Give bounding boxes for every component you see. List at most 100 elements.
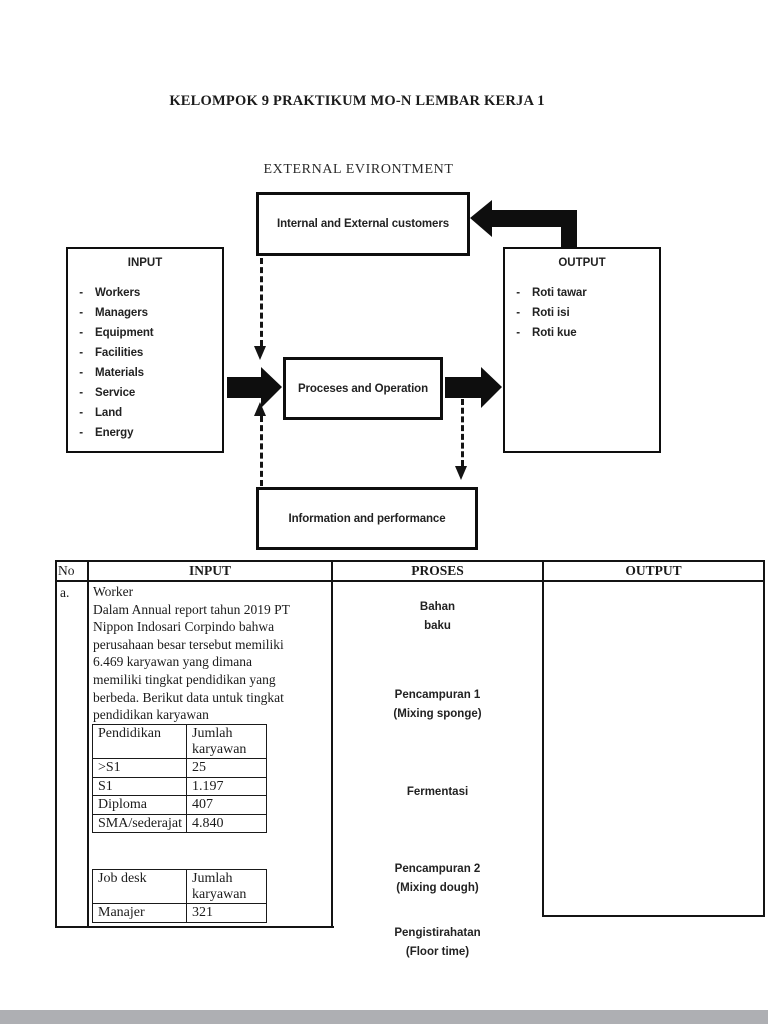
jobdesk-table: Job desk Jumlah karyawan Manajer 321	[92, 869, 267, 923]
table-border	[55, 560, 765, 562]
thick-arrow-output-to-customers	[492, 210, 577, 227]
table-border	[543, 915, 765, 917]
text-line: Nippon Indosari Corpindo bahwa	[93, 619, 275, 635]
list-item: -Facilities	[68, 343, 222, 363]
jobdesk-col2-header: Jumlah karyawan	[186, 869, 267, 904]
text-line: berbeda. Berikut data untuk tingkat	[93, 689, 284, 705]
table-header-input: INPUT	[188, 563, 231, 578]
education-label: SMA/sederajat	[92, 813, 187, 833]
list-item-label: Energy	[95, 427, 134, 439]
proses-step: Bahan baku	[333, 598, 542, 636]
information-box-label: Information and performance	[288, 512, 446, 525]
proses-step-line: (Mixing dough)	[396, 882, 479, 894]
arrowhead-down-icon	[455, 466, 467, 480]
list-item: -Roti isi	[505, 303, 659, 323]
proses-step-line: Pengistirahatan	[394, 927, 481, 939]
jobdesk-col1-header: Job desk	[92, 869, 187, 904]
bullet-dash: -	[79, 387, 83, 399]
dashed-line-information-to-process	[260, 416, 263, 486]
bullet-dash: -	[516, 327, 520, 339]
table-header-no: No	[58, 563, 75, 578]
table-border	[55, 580, 765, 582]
education-col1-header: Pendidikan	[92, 724, 187, 759]
proses-step-line: Pencampuran 1	[394, 689, 481, 701]
table-row: S1 1.197	[92, 776, 267, 796]
arrowhead-down-icon	[254, 346, 266, 360]
list-item: -Workers	[68, 283, 222, 303]
process-box-label: Proceses and Operation	[297, 382, 429, 395]
bullet-dash: -	[516, 307, 520, 319]
list-item-label: Workers	[95, 287, 141, 299]
bullet-dash: -	[79, 347, 83, 359]
output-box-title: OUTPUT	[558, 257, 606, 269]
input-box-title: INPUT	[127, 257, 163, 269]
proses-step-line: Bahan	[419, 601, 456, 613]
education-value: 407	[186, 795, 267, 815]
document-title: KELOMPOK 9 PRAKTIKUM MO-N LEMBAR KERJA 1	[169, 93, 545, 109]
proses-step-line: Pencampuran 2	[394, 863, 481, 875]
table-border	[87, 560, 89, 928]
list-item-label: Equipment	[95, 327, 154, 339]
table-row: Job desk Jumlah karyawan	[92, 869, 267, 904]
list-item-label: Roti tawar	[532, 287, 587, 299]
text-line: Dalam Annual report tahun 2019 PT	[93, 601, 290, 617]
proses-step-line: baku	[424, 620, 451, 632]
jobdesk-value: 321	[186, 903, 267, 923]
list-item-label: Roti kue	[532, 327, 577, 339]
list-item: -Materials	[68, 363, 222, 383]
proses-step-line: Fermentasi	[406, 786, 469, 798]
bullet-dash: -	[79, 427, 83, 439]
table-border	[55, 560, 57, 928]
arrowhead-right-icon	[261, 367, 282, 408]
arrowhead-left-icon	[470, 200, 492, 237]
table-header-output: OUTPUT	[625, 563, 682, 578]
proses-step: Pengistirahatan (Floor time)	[333, 924, 542, 962]
education-label: >S1	[92, 758, 187, 778]
table-border	[55, 926, 334, 928]
education-table: Pendidikan Jumlah karyawan >S1 25 S1 1.1…	[92, 724, 267, 833]
arrowhead-right-icon	[481, 367, 502, 408]
list-item: -Service	[68, 383, 222, 403]
dashed-line-process-to-information	[461, 399, 464, 466]
table-row: Diploma 407	[92, 795, 267, 815]
table-row: Manajer 321	[92, 903, 267, 923]
proses-step-line: (Floor time)	[405, 946, 470, 958]
table-header-proses: PROSES	[411, 563, 464, 578]
list-item: -Roti tawar	[505, 283, 659, 303]
list-item: -Equipment	[68, 323, 222, 343]
output-box: OUTPUT -Roti tawar -Roti isi -Roti kue	[503, 247, 661, 453]
bullet-dash: -	[516, 287, 520, 299]
dashed-line-customers-to-process	[260, 258, 263, 346]
input-box: INPUT -Workers -Managers -Equipment -Fac…	[66, 247, 224, 453]
list-item-label: Roti isi	[532, 307, 570, 319]
input-cell-text: Worker Dalam Annual report tahun 2019 PT…	[93, 583, 331, 724]
list-item-label: Materials	[95, 367, 144, 379]
input-list: -Workers -Managers -Equipment -Facilitie…	[68, 283, 222, 443]
page-gap	[0, 1010, 768, 1024]
jobdesk-label: Manajer	[92, 903, 187, 923]
education-value: 1.197	[186, 776, 267, 796]
list-item-label: Service	[95, 387, 136, 399]
education-value: 25	[186, 758, 267, 778]
process-box: Proceses and Operation	[283, 357, 443, 420]
education-label: Diploma	[92, 795, 187, 815]
proses-step-line: (Mixing sponge)	[393, 708, 482, 720]
cell-row-no: a.	[60, 585, 70, 600]
education-value: 4.840	[186, 813, 267, 833]
output-list: -Roti tawar -Roti isi -Roti kue	[505, 283, 659, 343]
proses-step: Pencampuran 1 (Mixing sponge)	[333, 686, 542, 724]
proses-step: Fermentasi	[333, 783, 542, 802]
education-col2-header: Jumlah karyawan	[186, 724, 267, 759]
list-item-label: Facilities	[95, 347, 144, 359]
proses-step: Pencampuran 2 (Mixing dough)	[333, 860, 542, 898]
bullet-dash: -	[79, 287, 83, 299]
information-box: Information and performance	[256, 487, 478, 550]
text-line: memiliki tingkat pendidikan yang	[93, 671, 276, 687]
customers-box-label: Internal and External customers	[276, 218, 449, 230]
list-item: -Roti kue	[505, 323, 659, 343]
arrowhead-up-icon	[254, 402, 266, 416]
thick-arrow-process-to-output	[445, 377, 481, 398]
text-line: perusahaan besar tersebut memiliki	[93, 636, 284, 652]
text-line: pendidikan karyawan	[93, 707, 209, 723]
